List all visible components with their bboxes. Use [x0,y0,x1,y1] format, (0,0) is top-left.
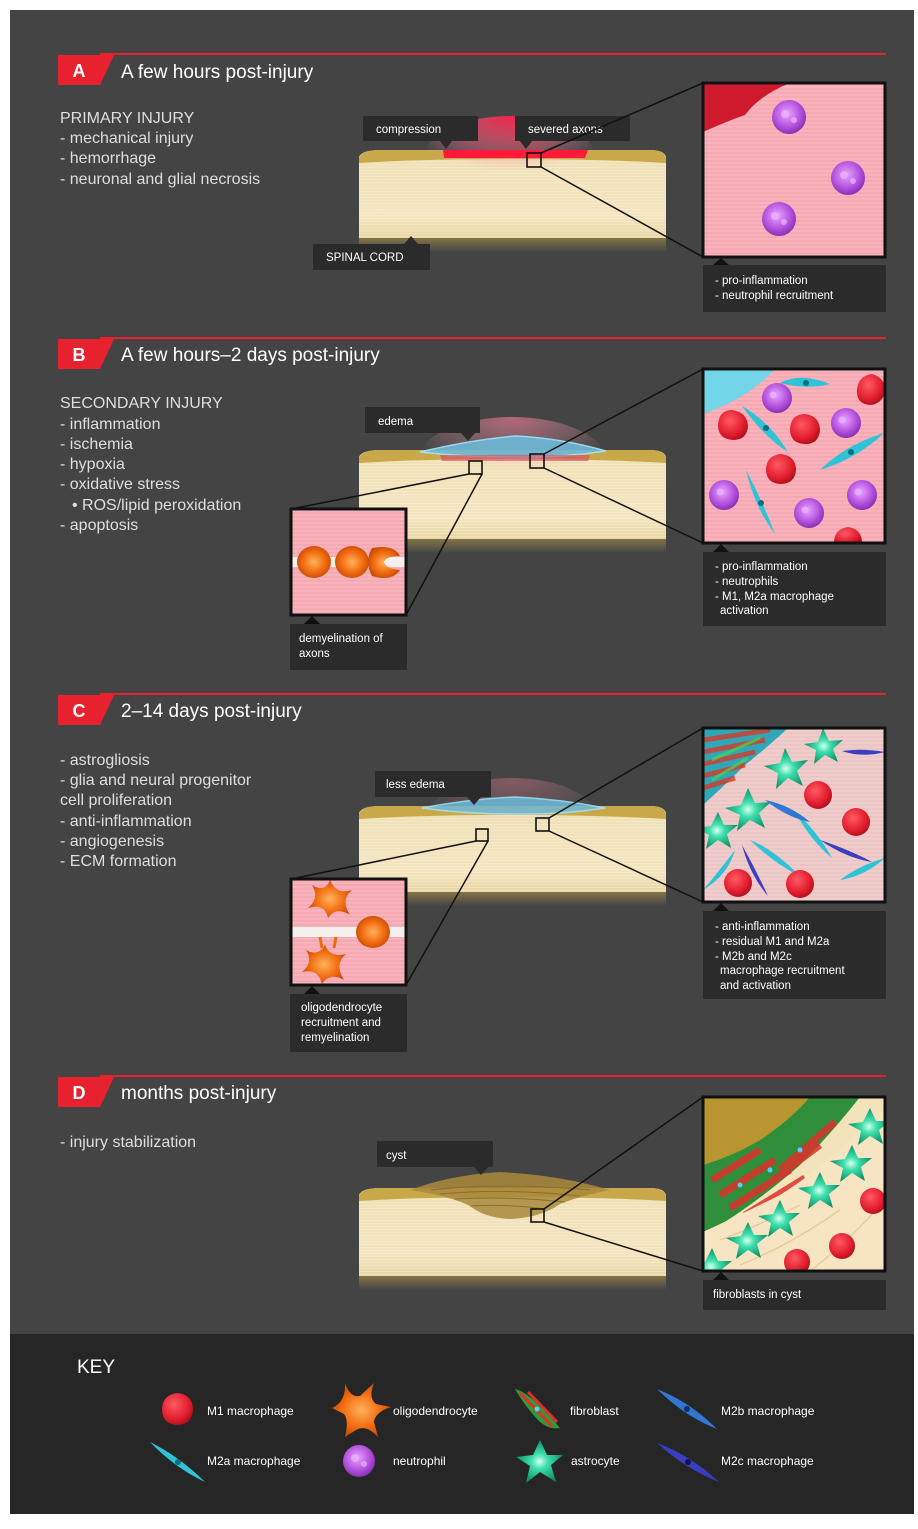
inset-a [703,83,885,257]
neutrophil-icon [762,383,792,413]
m1-macrophage-icon [860,1188,886,1214]
panel-a-rule [100,53,886,55]
inset-b [703,369,885,545]
panel-a-line: - mechanical injury [60,130,193,147]
panel-b-line: - inflammation [60,416,160,433]
key-label: M1 macrophage [207,1404,294,1418]
demyelination-caption-line: demyelination of [299,633,384,645]
m1-macrophage-icon [790,414,820,444]
key-label: oligodendrocyte [393,1404,478,1418]
notes-c-line: - M2b and M2c [715,951,792,963]
notes-c-line: and activation [720,980,791,992]
myelin-segment-icon [335,546,369,578]
panel-b-title: A few hours–2 days post-injury [121,345,380,366]
m1-macrophage-icon [162,1393,193,1425]
oligodendrocyte-caption-line: remyelination [301,1032,369,1044]
panel-c-rule [100,693,886,695]
key-title: KEY [77,1357,115,1378]
key-label: fibroblast [570,1404,619,1418]
neutrophil-icon [831,408,861,438]
panel-b-rule [100,337,886,339]
panel-a-line: - hemorrhage [60,150,156,167]
notes-a-line: - pro-inflammation [715,275,808,287]
key-background [10,1334,914,1514]
demyelination-caption-line: axons [299,648,330,660]
key-label: M2b macrophage [721,1404,815,1418]
neutrophil-icon [831,161,865,195]
panel-c-line: - astrogliosis [60,752,150,769]
neutrophil-icon [709,480,739,510]
panel-b-line: SECONDARY INJURY [60,395,223,412]
panel-c-line: - angiogenesis [60,833,164,850]
panel-b-line: - apoptosis [60,517,138,534]
severed-axons-label: severed axons [528,124,603,136]
panel-c-line: cell proliferation [60,792,172,809]
m1-macrophage-icon [786,870,814,898]
panel-b-line: - ischemia [60,436,133,453]
m1-macrophage-icon [842,808,870,836]
m1-macrophage-icon [829,1233,855,1259]
edema-label: edema [378,416,414,428]
m1-macrophage-icon [804,781,832,809]
notes-d-line: fibroblasts in cyst [713,1289,802,1301]
inset-c [696,728,885,902]
oligodendrocyte-caption-line: oligodendrocyte [301,1002,382,1014]
notes-b-line: activation [720,605,769,617]
panel-b-line: - hypoxia [60,456,125,473]
panel-a-letter: A [73,61,86,81]
key-label: astrocyte [571,1454,620,1468]
key-label: M2c macrophage [721,1454,814,1468]
m1-macrophage-icon [724,869,752,897]
neutrophil-icon [794,498,824,528]
neutrophil-icon [343,1445,375,1477]
inset-b-left [291,509,406,615]
compression-label: compression [376,124,441,136]
panel-b-line: • ROS/lipid peroxidation [72,497,241,514]
less-edema-label: less edema [386,779,445,791]
panel-c-line: - glia and neural progenitor [60,772,252,789]
notes-c-line: macrophage recruitment [720,965,845,977]
panel-d-line: - injury stabilization [60,1134,196,1151]
notes-b-line: - neutrophils [715,576,779,588]
notes-a-box [703,265,886,312]
panel-a-line: PRIMARY INJURY [60,110,195,127]
m1-macrophage-icon [766,454,796,484]
oligodendrocyte-caption-line: recruitment and [301,1017,381,1029]
panel-d-letter: D [73,1083,86,1103]
panel-d-text: - injury stabilization [60,1134,196,1151]
panel-a-title: A few hours post-injury [121,62,314,83]
notes-c-line: - anti-inflammation [715,921,810,933]
neutrophil-icon [847,480,877,510]
neutrophil-icon [762,202,796,236]
cyst-label: cyst [386,1150,407,1162]
key-label: M2a macrophage [207,1454,301,1468]
inset-c-left [291,879,406,985]
neutrophil-icon [772,100,806,134]
spinal-cord-label: SPINAL CORD [326,252,404,264]
panel-b-line: - oxidative stress [60,476,180,493]
notes-d: fibroblasts in cyst [713,1289,802,1301]
myelin-segment-icon [356,916,390,948]
panel-c-line: - ECM formation [60,853,176,870]
notes-b-line: - pro-inflammation [715,561,808,573]
panel-c-letter: C [73,701,86,721]
panel-c-line: - anti-inflammation [60,813,192,830]
notes-b-line: - M1, M2a macrophage [715,591,834,603]
inset-d [690,1097,890,1285]
panel-d-rule [100,1075,886,1077]
demyelination-caption-box [290,624,407,670]
myelin-segment-icon [297,546,331,578]
panel-b-letter: B [73,345,86,365]
notes-c-line: - residual M1 and M2a [715,936,830,948]
panel-d-title: months post-injury [121,1083,277,1104]
panel-a-line: - neuronal and glial necrosis [60,171,260,188]
panel-c-title: 2–14 days post-injury [121,701,302,722]
key-label: neutrophil [393,1454,446,1468]
notes-a-line: - neutrophil recruitment [715,290,834,302]
